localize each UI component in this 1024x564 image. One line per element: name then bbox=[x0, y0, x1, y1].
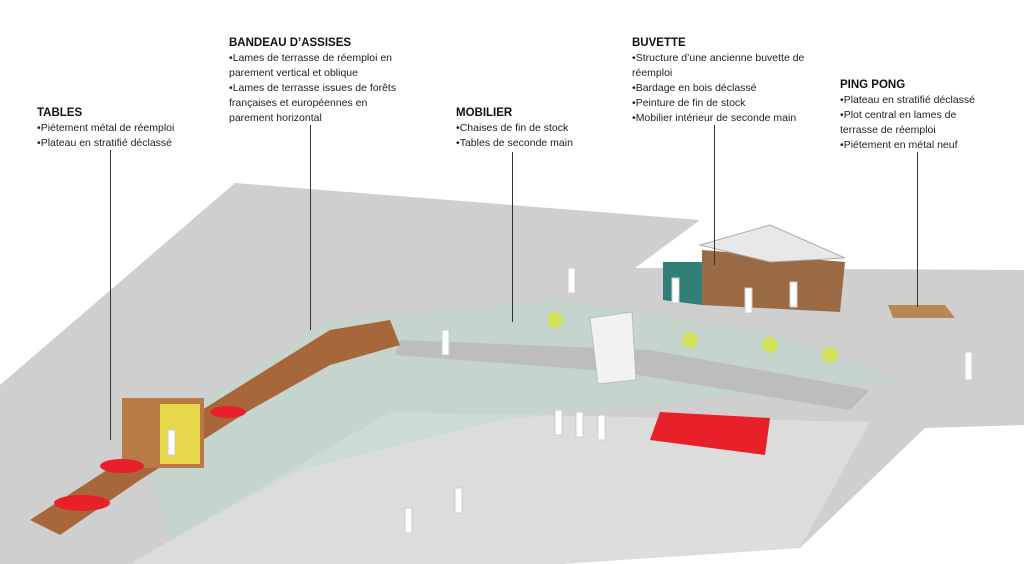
buvette-teal-wall bbox=[663, 262, 702, 305]
callout-item: Lames de terrasse de réemploi en paremen… bbox=[229, 51, 399, 81]
callout-item: Bardage en bois déclassé bbox=[632, 81, 812, 96]
callout-item: Peinture de fin de stock bbox=[632, 96, 812, 111]
cafe-chairs bbox=[547, 312, 838, 363]
red-table bbox=[210, 406, 246, 418]
callout-bandeau: BANDEAU D’ASSISES Lames de terrasse de r… bbox=[229, 36, 399, 126]
foreground-slab bbox=[130, 412, 870, 564]
callout-item: Piétement métal de réemploi bbox=[37, 121, 217, 136]
callout-buvette: BUVETTE Structure d’une ancienne buvette… bbox=[632, 36, 812, 126]
steps bbox=[395, 340, 870, 410]
red-table bbox=[54, 495, 110, 511]
callout-item: Plateau en stratifié déclassé bbox=[840, 93, 990, 108]
callout-title: MOBILIER bbox=[456, 107, 513, 119]
table-grid bbox=[160, 404, 200, 464]
monument bbox=[589, 311, 637, 385]
red-table bbox=[100, 459, 144, 473]
ping-pong-table bbox=[888, 305, 955, 318]
mobilier-leader-line bbox=[512, 152, 513, 322]
callout-title: PING PONG bbox=[840, 79, 906, 91]
callout-pingpong: PING PONG Plateau en stratifié déclassé … bbox=[840, 78, 990, 153]
callout-mobilier: MOBILIER Chaises de fin de stock Tables … bbox=[456, 106, 606, 151]
buvette-wood-wall bbox=[702, 250, 845, 312]
tables-leader-line bbox=[110, 150, 111, 440]
callout-title: TABLES bbox=[37, 107, 83, 119]
callout-item: Plot central en lames de terrasse de rée… bbox=[840, 108, 990, 138]
callout-title: BUVETTE bbox=[632, 37, 686, 49]
buvette-leader-line bbox=[714, 125, 715, 265]
callout-title: BANDEAU D’ASSISES bbox=[229, 37, 352, 49]
buvette-roof bbox=[698, 224, 846, 263]
seating-band bbox=[30, 320, 400, 535]
callout-item: Mobilier intérieur de seconde main bbox=[632, 111, 812, 126]
callout-item: Tables de seconde main bbox=[456, 136, 606, 151]
callout-item: Structure d’une ancienne buvette de réem… bbox=[632, 51, 812, 81]
bandeau-leader-line bbox=[310, 125, 311, 330]
callout-item: Chaises de fin de stock bbox=[456, 121, 606, 136]
callout-item: Piétement en métal neuf bbox=[840, 138, 990, 153]
people bbox=[167, 267, 973, 534]
bike-platform bbox=[650, 412, 770, 455]
pingpong-leader-line bbox=[917, 152, 918, 307]
callout-item: Plateau en stratifié déclassé bbox=[37, 136, 217, 151]
callout-tables: TABLES Piétement métal de réemploi Plate… bbox=[37, 106, 217, 151]
callout-item: Lames de terrasse issues de forêts franç… bbox=[229, 81, 399, 126]
